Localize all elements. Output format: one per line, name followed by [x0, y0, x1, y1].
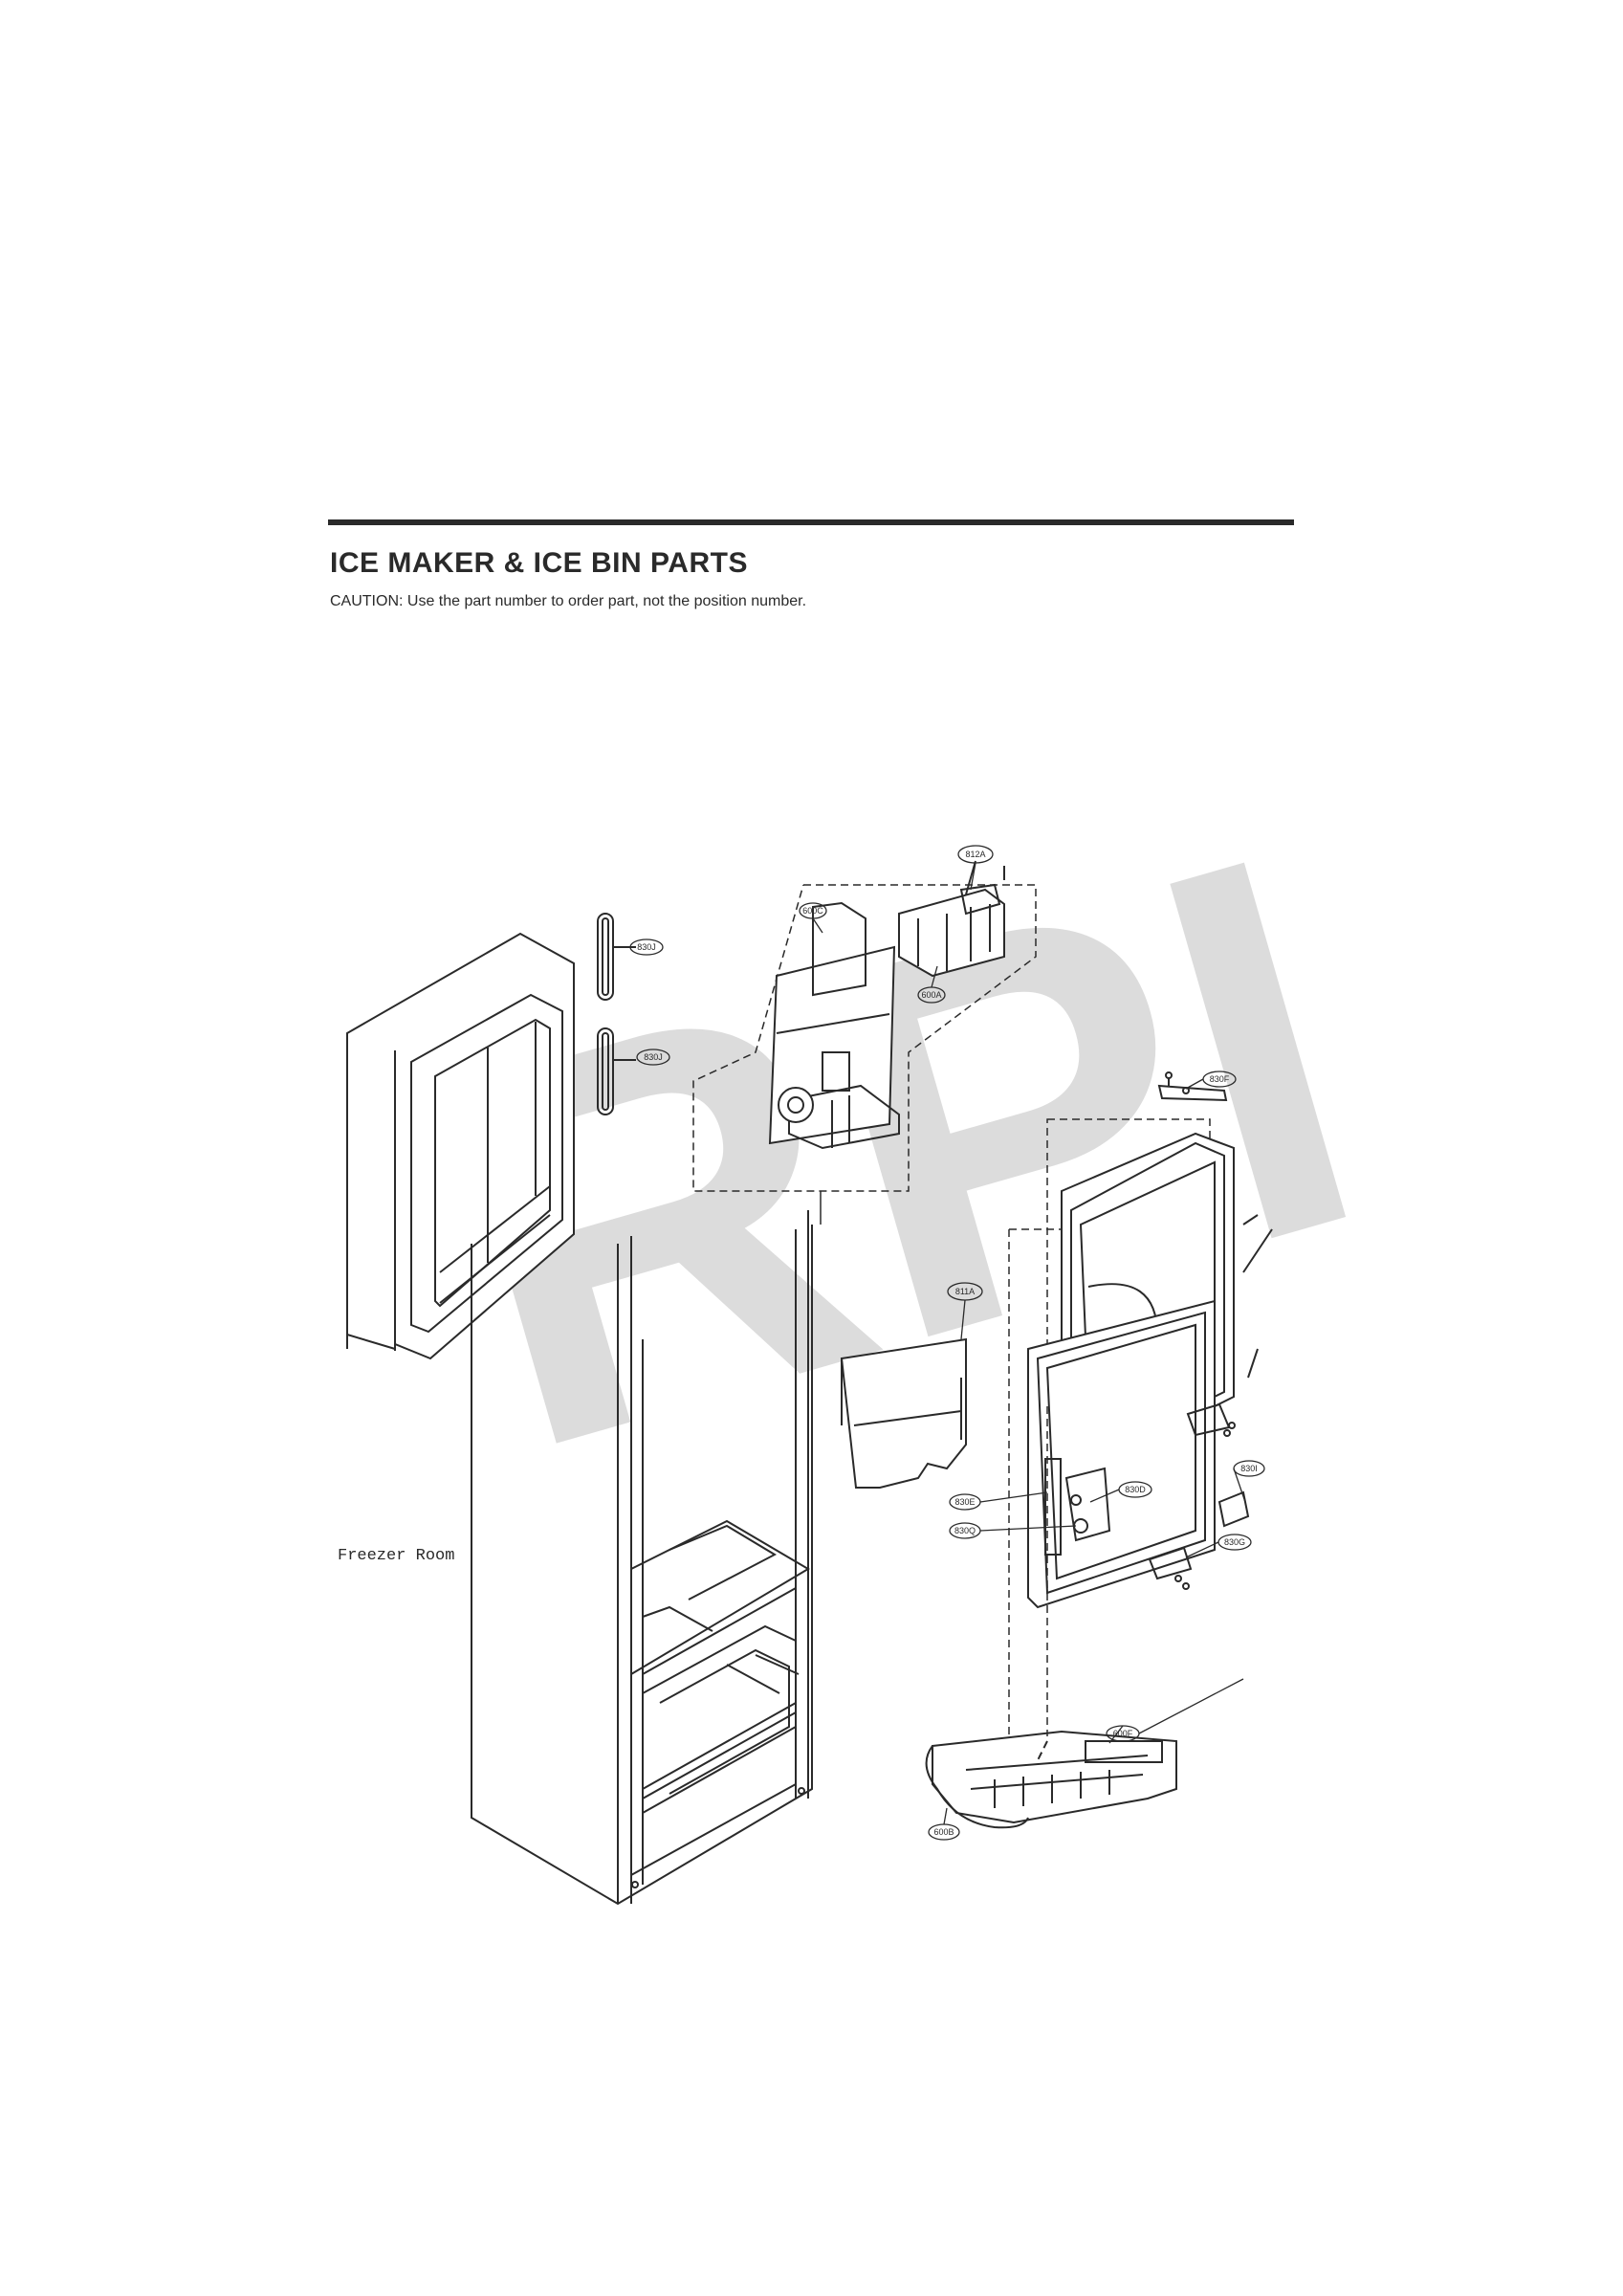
ice-bucket [925, 1406, 1177, 1829]
callout-830J-top: 830J [637, 942, 656, 952]
callout-830I: 830I [1240, 1464, 1258, 1473]
ice-maker-assembly [898, 860, 1005, 978]
callout-labels: 812A 600C 600A 830J 830J 830F 811A 830I … [637, 850, 1258, 1837]
ice-maker-bracket [768, 901, 900, 1150]
page-title: ICE MAKER & ICE BIN PARTS [330, 547, 748, 579]
callout-830Q: 830Q [954, 1526, 976, 1535]
callout-812A: 812A [965, 850, 985, 859]
callout-600C: 600C [802, 906, 823, 916]
freezer-room-label: Freezer Room [338, 1547, 454, 1565]
door-frame [346, 932, 575, 1360]
hinge-bracket [1157, 1071, 1228, 1102]
callout-600A: 600A [921, 990, 941, 1000]
ice-chute-cover [840, 1337, 967, 1489]
door-gasket-top [597, 913, 636, 1001]
callout-ovals [629, 845, 1265, 1841]
callout-830E: 830E [954, 1497, 975, 1507]
callout-830F: 830F [1210, 1074, 1230, 1084]
door-gasket-bottom [597, 1027, 636, 1115]
callout-600F: 600F [1113, 1729, 1133, 1738]
door-hinge-brackets [1148, 1214, 1273, 1590]
callout-600B: 600B [933, 1827, 954, 1837]
callout-830D: 830D [1125, 1485, 1146, 1494]
callout-830J-bottom: 830J [644, 1052, 663, 1062]
callout-811A: 811A [955, 1287, 975, 1296]
callout-830G: 830G [1224, 1537, 1245, 1547]
header-rule [328, 519, 1294, 525]
inner-door-gasket [1008, 1228, 1216, 1741]
ice-maker-group-boundary [692, 884, 1037, 1225]
freezer-cabinet [471, 1210, 813, 1906]
caution-note: CAUTION: Use the part number to order pa… [330, 593, 807, 609]
